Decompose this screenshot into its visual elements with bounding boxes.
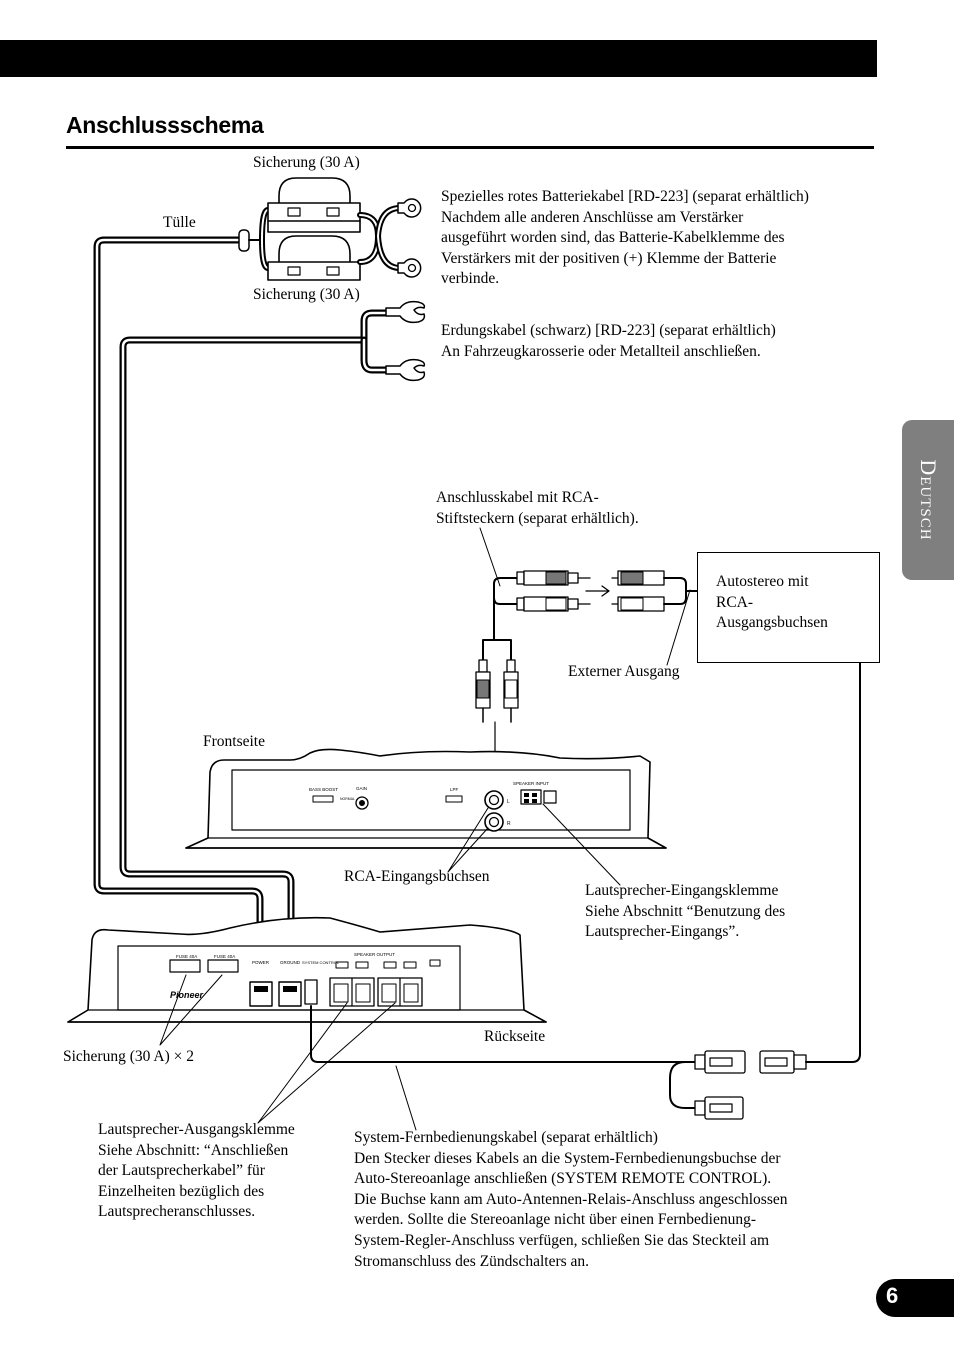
fuse-top-label: Sicherung (30 A) [253, 154, 360, 171]
fuse-bottom-label: Sicherung (30 A) [253, 286, 360, 303]
rear-side-label: Rückseite [484, 1028, 546, 1045]
page-title: Anschlussschema [66, 112, 264, 138]
bullet-connector-icon [759, 1050, 807, 1074]
amplifier-front-view: BASS BOOST GAIN NORMAL LPF SPEAKER INPUT… [185, 748, 667, 886]
remote-cable-line: Die Buchse kann am Auto-Antennen-Relais-… [354, 1190, 788, 1208]
speaker-input-terminal-icon [520, 789, 557, 805]
grommet-label: Tülle [163, 214, 196, 231]
remote-cable-line: System-Regler-Anschluss verfügen, schlie… [354, 1231, 770, 1249]
page-number: 6 [886, 1283, 899, 1308]
ground-marking: GROUND [280, 960, 301, 965]
bullet-connector-icon [694, 1050, 746, 1074]
battery-cable-line: Spezielles rotes Batteriekabel [RD-223] … [441, 188, 809, 205]
rca-inputs-label: RCA-Eingangsbuchsen [344, 868, 490, 885]
car-stereo-line: Autostereo mit [716, 573, 809, 590]
power-marking: POWER [252, 960, 270, 965]
ring-terminal-icon [397, 258, 422, 278]
speaker-input-line: Lautsprecher-Eingangsklemme [585, 882, 779, 899]
speaker-output-label: Lautsprecher-Ausgangsklemme Siehe Abschn… [98, 1120, 295, 1223]
car-stereo-box: Autostereo mit RCA- Ausgangsbuchsen [697, 552, 880, 663]
rca-cable-line: Anschlusskabel mit RCA- [436, 489, 599, 506]
spade-terminal-icon [385, 358, 426, 382]
battery-cable-label: Spezielles rotes Batteriekabel [RD-223] … [441, 187, 809, 290]
battery-cable-line: verbinde. [441, 270, 500, 288]
car-stereo-line: RCA- [716, 593, 754, 611]
title-rule [66, 146, 874, 149]
ring-terminal-icon [397, 198, 422, 218]
ground-cable-assembly [119, 300, 426, 989]
ground-cable-line: Erdungskabel (schwarz) [RD-223] (separat… [441, 322, 776, 339]
speaker-output-line: der Lautsprecherkabel” für [98, 1162, 265, 1180]
rca-plug-icon [503, 659, 519, 723]
ground-terminal-icon [278, 981, 302, 1007]
lpf-marking: LPF [450, 787, 459, 792]
amplifier-rear-view: FUSE 40A FUSE 40A Pioneer POWER GROUND S… [67, 916, 547, 1124]
rca-input-l-icon [484, 790, 504, 810]
remote-cable-line: Auto-Stereoanlage anschließen (SYSTEM RE… [354, 1170, 772, 1188]
rca-cable-assembly [475, 527, 698, 779]
speaker-input-marking: SPEAKER INPUT [513, 781, 549, 786]
speaker-output-line: Siehe Abschnitt: “Anschließen [98, 1141, 289, 1159]
speaker-output-terminals-icon [329, 959, 441, 1007]
rca-jack-icon [611, 577, 698, 612]
rca-cable-label: Anschlusskabel mit RCA- Stiftsteckern (s… [436, 488, 639, 529]
speaker-input-line: Siehe Abschnitt “Benutzung des [585, 902, 786, 920]
fuse-holder-bottom [267, 235, 361, 281]
rca-r-marking: R [507, 821, 511, 827]
remote-cable-line: werden. Sollte die Stereoanlage nicht üb… [354, 1211, 757, 1229]
spade-terminal-icon [385, 300, 426, 324]
car-stereo-line: Ausgangsbuchsen [716, 614, 828, 632]
header-bar [0, 40, 877, 77]
gain-marking: GAIN [356, 786, 367, 791]
ground-cable-label: Erdungskabel (schwarz) [RD-223] (separat… [441, 321, 776, 362]
rca-plug-icon [475, 659, 491, 723]
rca-plug-icon [516, 596, 591, 612]
front-side-label: Frontseite [203, 733, 265, 750]
rca-l-marking: L [507, 799, 510, 805]
car-stereo-label: Autostereo mit RCA- Ausgangsbuchsen [716, 572, 828, 634]
speaker-output-marking: SPEAKER OUTPUT [354, 952, 395, 957]
battery-cable-line: Verstärkers mit der positiven (+) Klemme… [441, 249, 777, 267]
fuse-1-marking: FUSE 40A [176, 954, 197, 959]
speaker-input-line: Lautsprecher-Eingangs”. [585, 923, 740, 941]
remote-cable-line: System-Fernbedienungskabel (separat erhä… [354, 1129, 658, 1146]
speaker-output-line: Lautsprecher-Ausgangsklemme [98, 1121, 295, 1138]
remote-cable-assembly [310, 661, 861, 1131]
rca-input-r-icon [484, 812, 504, 832]
ground-cable-line: An Fahrzeugkarosserie oder Metallteil an… [441, 342, 761, 360]
battery-cable-line: Nachdem alle anderen Anschlüsse am Verst… [441, 208, 744, 226]
normal-marking: NORMAL [340, 797, 355, 801]
rca-plug-icon [516, 570, 591, 586]
remote-cable-line: Stromanschluss des Zündschalters an. [354, 1252, 590, 1270]
fuse-x2-label: Sicherung (30 A) × 2 [63, 1048, 195, 1065]
language-tab: Deutsch [902, 420, 954, 580]
battery-cable-assembly [93, 177, 422, 989]
speaker-input-label: Lautsprecher-Eingangsklemme Siehe Abschn… [585, 881, 785, 943]
fuse-holder-top [267, 177, 361, 233]
bullet-connector-icon [694, 1096, 744, 1120]
system-control-terminal-icon [304, 979, 318, 1005]
rca-cable-line: Stiftsteckern (separat erhältlich). [436, 509, 639, 527]
rca-jack-icon [611, 570, 681, 586]
fuse-2-marking: FUSE 40A [214, 954, 235, 959]
speaker-output-line: Lautsprecheranschlusses. [98, 1203, 256, 1221]
speaker-output-line: Einzelheiten bezüglich des [98, 1182, 265, 1200]
brand-logo: Pioneer [170, 990, 204, 1000]
page-number-badge: 6 [876, 1279, 954, 1317]
bass-boost-marking: BASS BOOST [309, 787, 338, 792]
remote-cable-label: System-Fernbedienungskabel (separat erhä… [354, 1128, 787, 1272]
remote-cable-line: Den Stecker dieses Kabels an die System-… [354, 1149, 781, 1167]
grommet-icon [238, 229, 250, 252]
power-terminal-icon [249, 981, 273, 1007]
external-output-label: Externer Ausgang [568, 663, 680, 680]
battery-cable-line: ausgeführt worden sind, das Batterie-Kab… [441, 229, 785, 247]
system-control-marking: SYSTEM CONTROL [302, 960, 340, 965]
